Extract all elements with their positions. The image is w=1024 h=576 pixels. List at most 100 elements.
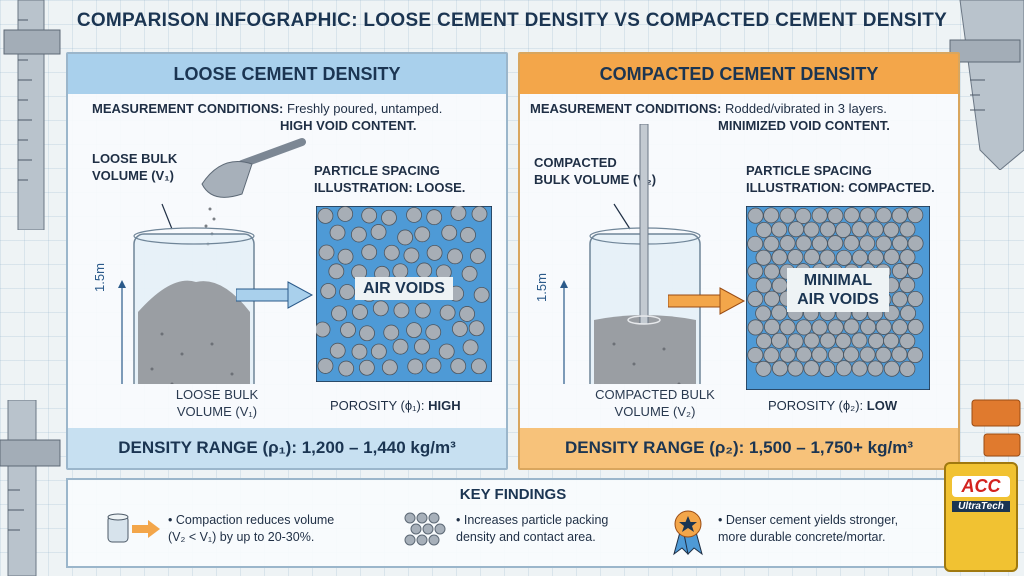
cement-particle [875, 207, 892, 224]
cement-particle [450, 206, 467, 221]
cement-particle [875, 346, 892, 363]
cement-particle [907, 347, 924, 364]
cement-particle [795, 235, 812, 252]
cement-particle [462, 339, 479, 356]
cement-particle [755, 305, 772, 322]
volume-label-line1: COMPACTED [534, 155, 617, 170]
cement-particle [779, 207, 796, 224]
bag-sub: UltraTech [952, 501, 1010, 512]
cement-particle [406, 207, 422, 223]
cement-particle [747, 235, 764, 252]
cement-particle [383, 324, 400, 341]
loose-spacing-label: PARTICLE SPACING ILLUSTRATION: LOOSE. [314, 162, 465, 196]
cement-particle [763, 347, 780, 364]
porosity-value: LOW [866, 398, 898, 413]
cement-particle [795, 319, 812, 336]
caption-line2: VOLUME (V₂) [614, 404, 696, 419]
voids-line1: MINIMAL [803, 272, 873, 289]
cement-particle [803, 221, 820, 238]
cement-particle [819, 249, 836, 266]
cement-particle [891, 346, 908, 363]
finding-2: • Increases particle packing density and… [456, 512, 608, 546]
cement-particle [407, 358, 424, 375]
finding-1: • Compaction reduces volume (V₂ < V₁) by… [168, 512, 334, 546]
volume-label-line1: LOOSE BULK [92, 151, 178, 166]
cement-particle [892, 235, 909, 252]
cement-particle [899, 360, 916, 377]
compacted-volume-label: COMPACTED BULK VOLUME (V₂) [534, 154, 656, 188]
cement-particle [891, 319, 908, 336]
cement-particle [819, 360, 836, 377]
cement-particle [835, 222, 852, 239]
cement-particle [351, 343, 368, 360]
cement-particle [779, 346, 796, 363]
cement-particle [772, 360, 789, 377]
cement-particle [891, 207, 908, 224]
cement-particle [755, 277, 772, 294]
cement-particle [843, 235, 860, 252]
finding-3-line1: • Denser cement yields stronger, [718, 513, 899, 527]
cement-particle [747, 290, 764, 307]
cement-particle [907, 262, 924, 279]
spacing-line1: PARTICLE SPACING [746, 163, 872, 178]
compacted-jar-illustration [560, 124, 701, 384]
medal-icon [673, 510, 703, 556]
cement-particle [851, 221, 868, 238]
cement-particle [372, 300, 389, 317]
cement-particle [763, 235, 780, 252]
compacted-caption: COMPACTED BULK VOLUME (V₂) [570, 386, 740, 420]
conditions-label: MEASUREMENT CONDITIONS: [92, 101, 284, 116]
cement-particle [843, 318, 860, 335]
cement-particle [317, 207, 334, 224]
voids-line2: AIR VOIDS [797, 291, 879, 308]
cement-particle [787, 249, 804, 266]
cement-particle [416, 262, 433, 279]
cement-particle [867, 360, 884, 377]
minimal-air-voids-badge: MINIMAL AIR VOIDS [746, 268, 930, 312]
cement-particle [441, 224, 458, 241]
cement-particle [329, 224, 346, 241]
loose-arrow-icon [236, 281, 314, 309]
cement-particle [392, 338, 409, 355]
cement-particle [397, 229, 414, 246]
cement-bag-logo: ACC UltraTech [944, 462, 1018, 572]
cement-particle [900, 305, 917, 322]
volume-label-line2: VOLUME (V₁) [92, 168, 174, 183]
cement-particle [350, 226, 367, 243]
cement-particle [787, 333, 804, 350]
finding-2-line1: • Increases particle packing [456, 513, 609, 527]
cement-particle [852, 249, 869, 266]
loose-caption: LOOSE BULK VOLUME (V₁) [142, 386, 292, 420]
cement-particle [827, 319, 844, 336]
cement-particle [359, 325, 375, 342]
cement-particle [461, 265, 478, 282]
cement-particle [447, 248, 463, 265]
cement-particle [331, 305, 347, 322]
cement-particle [328, 263, 345, 280]
cement-particle [899, 221, 916, 238]
cement-particle [811, 207, 828, 224]
compacted-spacing-label: PARTICLE SPACING ILLUSTRATION: COMPACTED… [746, 162, 935, 196]
cement-particle [414, 226, 431, 243]
air-voids-badge: AIR VOIDS [316, 277, 492, 300]
cement-particle [426, 209, 443, 226]
spacing-line2: ILLUSTRATION: LOOSE. [314, 180, 466, 195]
cement-particle [320, 283, 337, 299]
finding-1-line1: • Compaction reduces volume [168, 513, 335, 527]
bag-brand: ACC [952, 476, 1010, 497]
cement-particle [756, 221, 773, 238]
finding-3-line2: more durable concrete/mortar. [718, 530, 886, 544]
cement-particle [337, 248, 354, 265]
cement-particle [763, 318, 780, 335]
loose-jar-illustration [118, 138, 306, 384]
cement-particle [340, 322, 356, 338]
compacted-panel-header: COMPACTED CEMENT DENSITY [520, 54, 958, 94]
scoop-icon [201, 138, 306, 246]
cement-particle [468, 320, 485, 337]
cement-particle [827, 235, 844, 252]
loose-density-range: DENSITY RANGE (ρ₁): 1,200 – 1,440 kg/m³ [68, 428, 506, 468]
height-arrow-icon [118, 280, 126, 384]
cement-particle [803, 360, 820, 377]
cement-particle [868, 332, 885, 349]
cement-particle [779, 319, 796, 336]
